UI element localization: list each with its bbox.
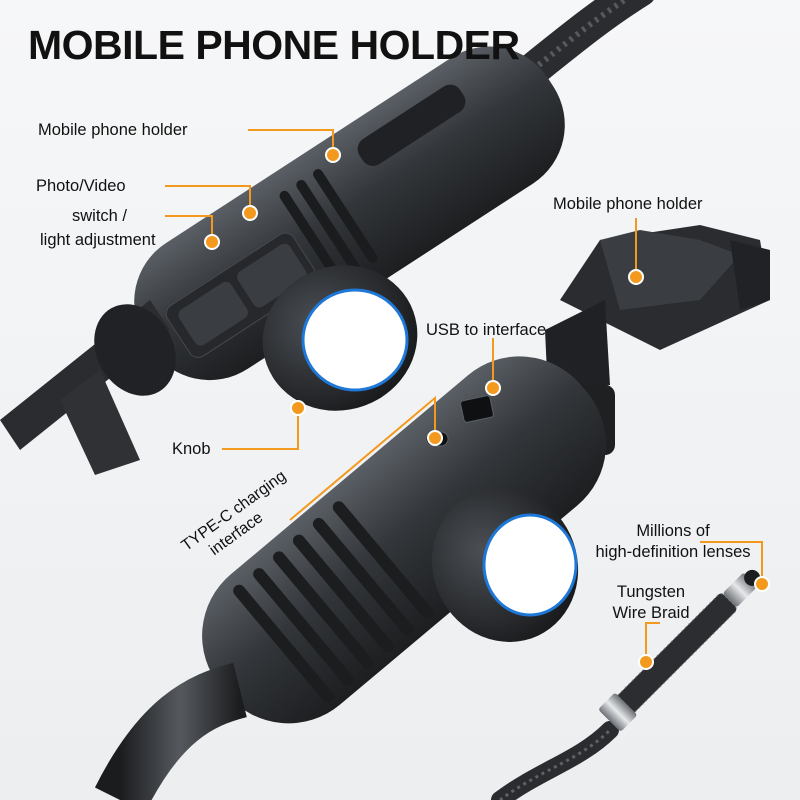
label-lenses-line1: Millions of <box>636 522 710 540</box>
callout-dot-usb <box>485 380 501 396</box>
device-upper <box>134 46 565 381</box>
page-title: MOBILE PHONE HOLDER <box>28 22 520 68</box>
label-knob: Knob <box>172 440 211 458</box>
probe <box>599 569 761 731</box>
label-photo-video: Photo/Video <box>36 177 126 195</box>
usb-port <box>460 395 494 423</box>
label-light-adjustment: light adjustment <box>40 231 156 249</box>
callout-dot-knob <box>290 400 306 416</box>
callout-dot-switch <box>204 234 220 250</box>
callout-dot-holder-top <box>325 147 341 163</box>
label-tungsten-line2: Wire Braid <box>612 603 690 622</box>
callout-dot-typec <box>427 430 443 446</box>
label-usb-interface: USB to interface <box>426 321 547 339</box>
label-tungsten-line1: Tungsten <box>616 583 686 601</box>
knob-lower <box>431 488 579 642</box>
hose-thin <box>491 721 619 800</box>
label-mobile-phone-holder-top: Mobile phone holder <box>38 121 188 139</box>
knob-upper <box>262 265 418 411</box>
callout-dot-lenses <box>754 576 770 592</box>
device-lower <box>202 356 607 724</box>
label-tungsten: Tungsten Wire Braid <box>596 582 706 623</box>
callout-dot-tungsten <box>638 654 654 670</box>
callout-dot-photo <box>242 205 258 221</box>
label-switch: switch / <box>72 207 128 225</box>
callout-dots <box>204 147 770 670</box>
hose-lower <box>94 662 248 800</box>
callout-dot-holder-right <box>628 269 644 285</box>
callout-lines <box>165 129 763 660</box>
label-mobile-phone-holder-right: Mobile phone holder <box>553 195 703 213</box>
label-lenses-line2: high-definition lenses <box>595 542 751 561</box>
label-lenses: Millions of high-definition lenses <box>578 521 768 562</box>
